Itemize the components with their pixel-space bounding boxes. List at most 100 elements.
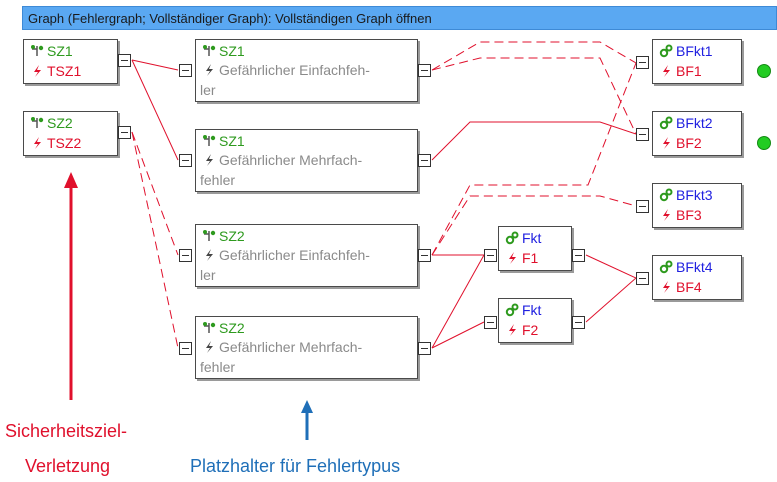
node-description-cont: ler xyxy=(200,267,216,283)
base-function-node-bfkt2[interactable]: BFkt2 BF2 xyxy=(652,111,742,156)
node-sublabel: TSZ2 xyxy=(47,135,82,151)
edge-sz1-p2 xyxy=(131,59,179,161)
port-b1-left[interactable] xyxy=(636,56,649,69)
edge-f2-b4 xyxy=(585,277,637,323)
function-icon xyxy=(505,303,519,317)
node-description-cont: ler xyxy=(200,82,216,98)
caption-safety-goal-violation-line2: Verletzung xyxy=(25,456,111,476)
node-sublabel: BF1 xyxy=(676,63,702,79)
placeholder-node-sz2-einfach[interactable]: SZ2 Gefährlicher Einfachfeh- ler xyxy=(195,224,418,287)
node-label: SZ1 xyxy=(47,43,73,59)
node-sublabel: TSZ1 xyxy=(47,63,82,79)
function-icon xyxy=(659,260,673,274)
node-sublabel: BF4 xyxy=(676,279,702,295)
node-label: SZ1 xyxy=(219,43,245,59)
node-label: Fkt xyxy=(522,302,542,318)
edge-f1-b4 xyxy=(585,254,637,279)
caption-failure-type-placeholder: Platzhalter für Fehlertypus xyxy=(190,456,401,476)
safety-goal-icon xyxy=(202,229,216,243)
failure-icon xyxy=(505,323,519,337)
function-icon xyxy=(659,116,673,130)
safety-goal-node-sz1[interactable]: SZ1 TSZ1 xyxy=(23,39,118,84)
function-icon xyxy=(505,231,519,245)
graph-title: Graph (Fehlergraph; Vollständiger Graph)… xyxy=(28,11,432,26)
placeholder-node-sz1-einfach[interactable]: SZ1 Gefährlicher Einfachfeh- ler xyxy=(195,39,418,102)
port-p2-right[interactable] xyxy=(418,154,431,167)
safety-goal-icon xyxy=(30,44,44,58)
node-description: Gefährlicher Einfachfeh- xyxy=(219,62,370,78)
node-label: Fkt xyxy=(522,230,542,246)
port-f1-left[interactable] xyxy=(484,249,497,262)
port-f1-right[interactable] xyxy=(572,249,585,262)
function-node-f1[interactable]: Fkt F1 xyxy=(498,226,572,271)
node-sublabel: F1 xyxy=(522,250,539,266)
failure-icon xyxy=(30,136,44,150)
placeholder-node-sz2-mehrfach[interactable]: SZ2 Gefährlicher Mehrfach- fehler xyxy=(195,316,418,379)
function-icon xyxy=(659,44,673,58)
safety-goal-icon xyxy=(30,116,44,130)
failure-icon xyxy=(202,340,216,354)
status-dot-icon xyxy=(757,64,771,78)
node-label: BFkt4 xyxy=(676,259,713,275)
port-f2-left[interactable] xyxy=(484,316,497,329)
node-label: SZ1 xyxy=(219,133,245,149)
failure-icon xyxy=(659,64,673,78)
edge-p2-b2 xyxy=(431,121,637,161)
node-label: SZ2 xyxy=(47,115,73,131)
status-dot-icon xyxy=(757,136,771,150)
node-label: BFkt2 xyxy=(676,115,713,131)
edge-sz2-p4 xyxy=(131,131,179,349)
port-p1-right[interactable] xyxy=(418,64,431,77)
port-f2-right[interactable] xyxy=(572,316,585,329)
port-b3-left[interactable] xyxy=(636,200,649,213)
port-p1-left[interactable] xyxy=(179,64,192,77)
node-label: SZ2 xyxy=(219,228,245,244)
base-function-node-bfkt1[interactable]: BFkt1 BF1 xyxy=(652,39,742,84)
failure-icon xyxy=(202,153,216,167)
edge-p1-b1 xyxy=(431,41,637,71)
function-icon xyxy=(659,188,673,202)
failure-icon xyxy=(505,251,519,265)
port-sz1-right[interactable] xyxy=(118,54,131,67)
blue-arrow-icon xyxy=(301,400,313,440)
base-function-node-bfkt3[interactable]: BFkt3 BF3 xyxy=(652,183,742,228)
safety-goal-icon xyxy=(202,134,216,148)
edge-p4-f2 xyxy=(431,321,485,349)
port-sz2-right[interactable] xyxy=(118,126,131,139)
node-label: BFkt1 xyxy=(676,43,713,59)
edge-p4-f1 xyxy=(431,254,485,349)
node-label: BFkt3 xyxy=(676,187,713,203)
failure-icon xyxy=(659,208,673,222)
port-b2-left[interactable] xyxy=(636,128,649,141)
port-p4-left[interactable] xyxy=(179,342,192,355)
base-function-node-bfkt4[interactable]: BFkt4 BF4 xyxy=(652,255,742,300)
port-b4-left[interactable] xyxy=(636,272,649,285)
node-sublabel: F2 xyxy=(522,322,539,338)
red-arrow-icon xyxy=(64,172,78,400)
failure-icon xyxy=(659,136,673,150)
failure-icon xyxy=(30,64,44,78)
safety-goal-icon xyxy=(202,44,216,58)
failure-icon xyxy=(659,280,673,294)
node-sublabel: BF2 xyxy=(676,135,702,151)
safety-goal-node-sz2[interactable]: SZ2 TSZ2 xyxy=(23,111,118,156)
port-p2-left[interactable] xyxy=(179,154,192,167)
node-description: Gefährlicher Einfachfeh- xyxy=(219,247,370,263)
node-description: Gefährlicher Mehrfach- xyxy=(219,339,363,355)
port-p4-right[interactable] xyxy=(418,342,431,355)
failure-icon xyxy=(202,248,216,262)
caption-safety-goal-violation-line1: Sicherheitsziel- xyxy=(5,421,128,441)
port-p3-left[interactable] xyxy=(179,249,192,262)
placeholder-node-sz1-mehrfach[interactable]: SZ1 Gefährlicher Mehrfach- fehler xyxy=(195,129,418,192)
node-description: Gefährlicher Mehrfach- xyxy=(219,152,363,168)
port-p3-right[interactable] xyxy=(418,249,431,262)
node-description-cont: fehler xyxy=(200,359,236,375)
failure-icon xyxy=(202,63,216,77)
edge-sz2-p3 xyxy=(131,131,179,256)
graph-title-bar[interactable]: Graph (Fehlergraph; Vollständiger Graph)… xyxy=(22,6,777,30)
node-label: SZ2 xyxy=(219,320,245,336)
edge-sz1-p1 xyxy=(131,59,179,71)
function-node-f2[interactable]: Fkt F2 xyxy=(498,298,572,343)
node-sublabel: BF3 xyxy=(676,207,702,223)
node-description-cont: fehler xyxy=(200,172,236,188)
